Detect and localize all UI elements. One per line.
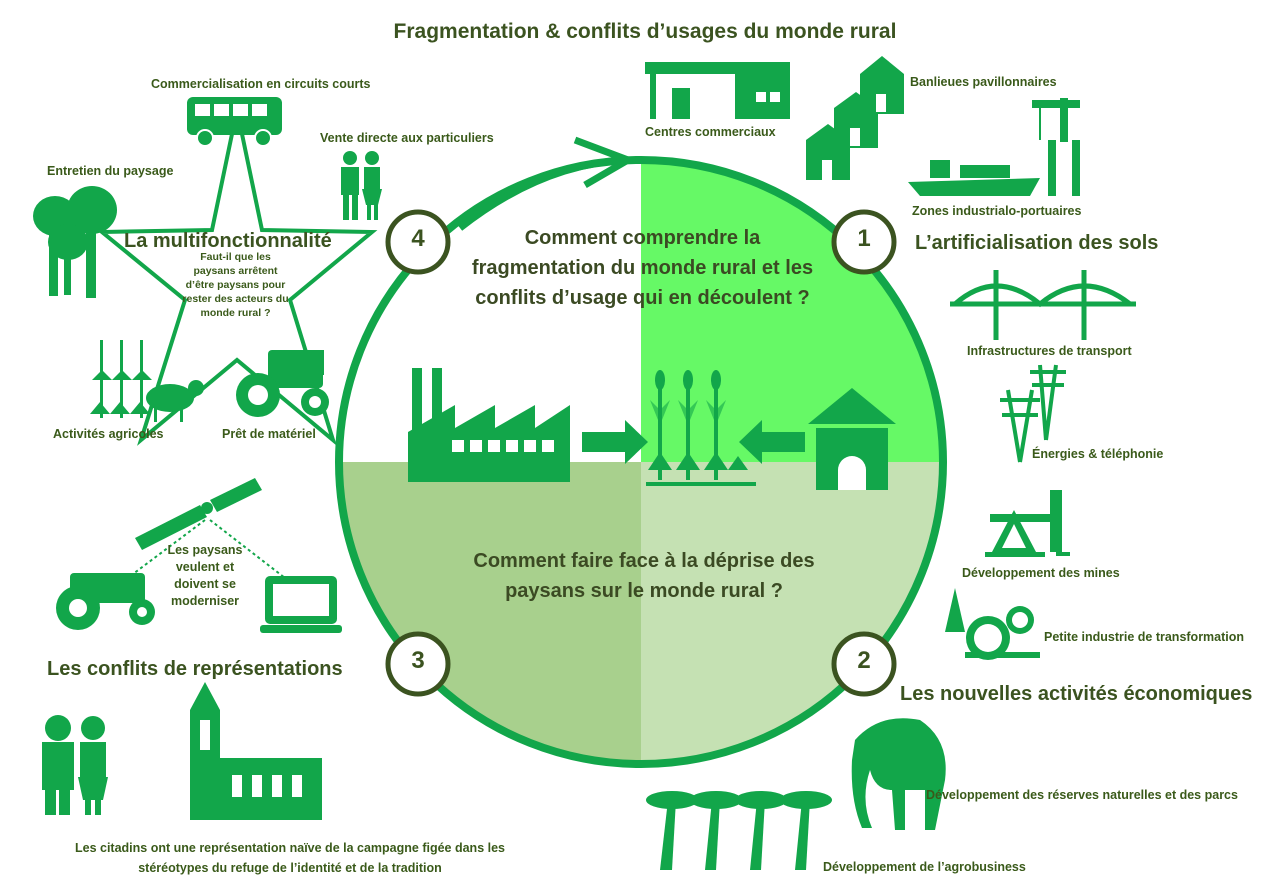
house-icon (808, 388, 896, 490)
label-infra: Infrastructures de transport (967, 344, 1132, 358)
label-mines: Développement des mines (962, 566, 1120, 580)
diagram-title: Fragmentation & conflits d’usages du mon… (393, 20, 897, 43)
label-energies: Énergies & téléphonie (1032, 447, 1164, 461)
laptop-icon (260, 576, 342, 633)
section-2-heading: Les nouvelles activités économiques (900, 683, 1253, 705)
number-badge-4 (385, 209, 451, 275)
trees-icon (33, 186, 117, 298)
pylon-icon (1000, 364, 1066, 463)
church-icon (190, 682, 322, 820)
shopping-center-icon (645, 62, 790, 119)
label-petite: Petite industrie de transformation (1044, 630, 1245, 644)
arrow-left-icon (739, 420, 805, 464)
label-reserves: Développement des réserves naturelles et… (926, 788, 1238, 802)
arrow-right-icon (582, 420, 648, 464)
question-bottom: Comment faire face à la déprise des pays… (473, 550, 815, 602)
number-1: 1 (857, 225, 871, 252)
cycle-arrow (457, 156, 626, 231)
label-zones: Zones industrialo-portuaires (912, 204, 1082, 218)
label-pret: Prêt de matériel (222, 427, 316, 441)
tractor-modern-icon (56, 573, 155, 630)
number-4: 4 (411, 225, 425, 252)
bus-icon (187, 97, 282, 147)
bridge-icon (950, 270, 1136, 340)
label-centres: Centres commerciaux (645, 125, 776, 139)
label-entretien: Entretien du paysage (47, 164, 174, 178)
section-1-heading: L’artificialisation des sols (915, 232, 1159, 254)
wheat-icon (646, 370, 756, 486)
oil-pump-icon (985, 490, 1070, 557)
label-star-question: Faut-il que les paysans arrêtent d’être … (182, 251, 289, 319)
label-paysans-moderniser: Les paysans veulent et doivent se modern… (167, 543, 243, 608)
number-badge-2 (831, 631, 897, 697)
section-3-heading: Les conflits de représentations (47, 658, 343, 680)
quadrant-bottom-right (641, 462, 943, 764)
label-activites: Activités agricoles (53, 427, 164, 441)
machine-icon (945, 588, 1040, 660)
crops-sheep-icon (90, 340, 204, 422)
couple-icon (42, 715, 108, 815)
label-agro: Développement de l’agrobusiness (823, 860, 1026, 874)
star-shape (96, 109, 378, 446)
palm-trees-icon (646, 791, 832, 870)
tractor-icon (236, 350, 329, 417)
label-citadins: Les citadins ont une représentation naïv… (75, 841, 505, 875)
houses-icon (806, 56, 904, 180)
number-2: 2 (857, 647, 871, 674)
satellite-icon (135, 478, 262, 550)
label-banlieues: Banlieues pavillonnaires (910, 75, 1057, 89)
number-badge-1 (831, 209, 897, 275)
port-icon (908, 98, 1080, 196)
question-top: Comment comprendre la fragmentation du m… (471, 227, 814, 309)
people-icon (341, 151, 382, 220)
label-vente: Vente directe aux particuliers (320, 131, 494, 145)
quadrant-bottom-left (339, 462, 641, 764)
number-badge-3 (385, 631, 451, 697)
elephant-icon (851, 718, 946, 830)
number-3: 3 (411, 647, 425, 674)
cycle-ring (335, 156, 947, 768)
factory-icon (408, 368, 570, 482)
label-commercialisation: Commercialisation en circuits courts (151, 77, 371, 91)
section-4-heading: La multifonctionnalité (124, 230, 332, 252)
